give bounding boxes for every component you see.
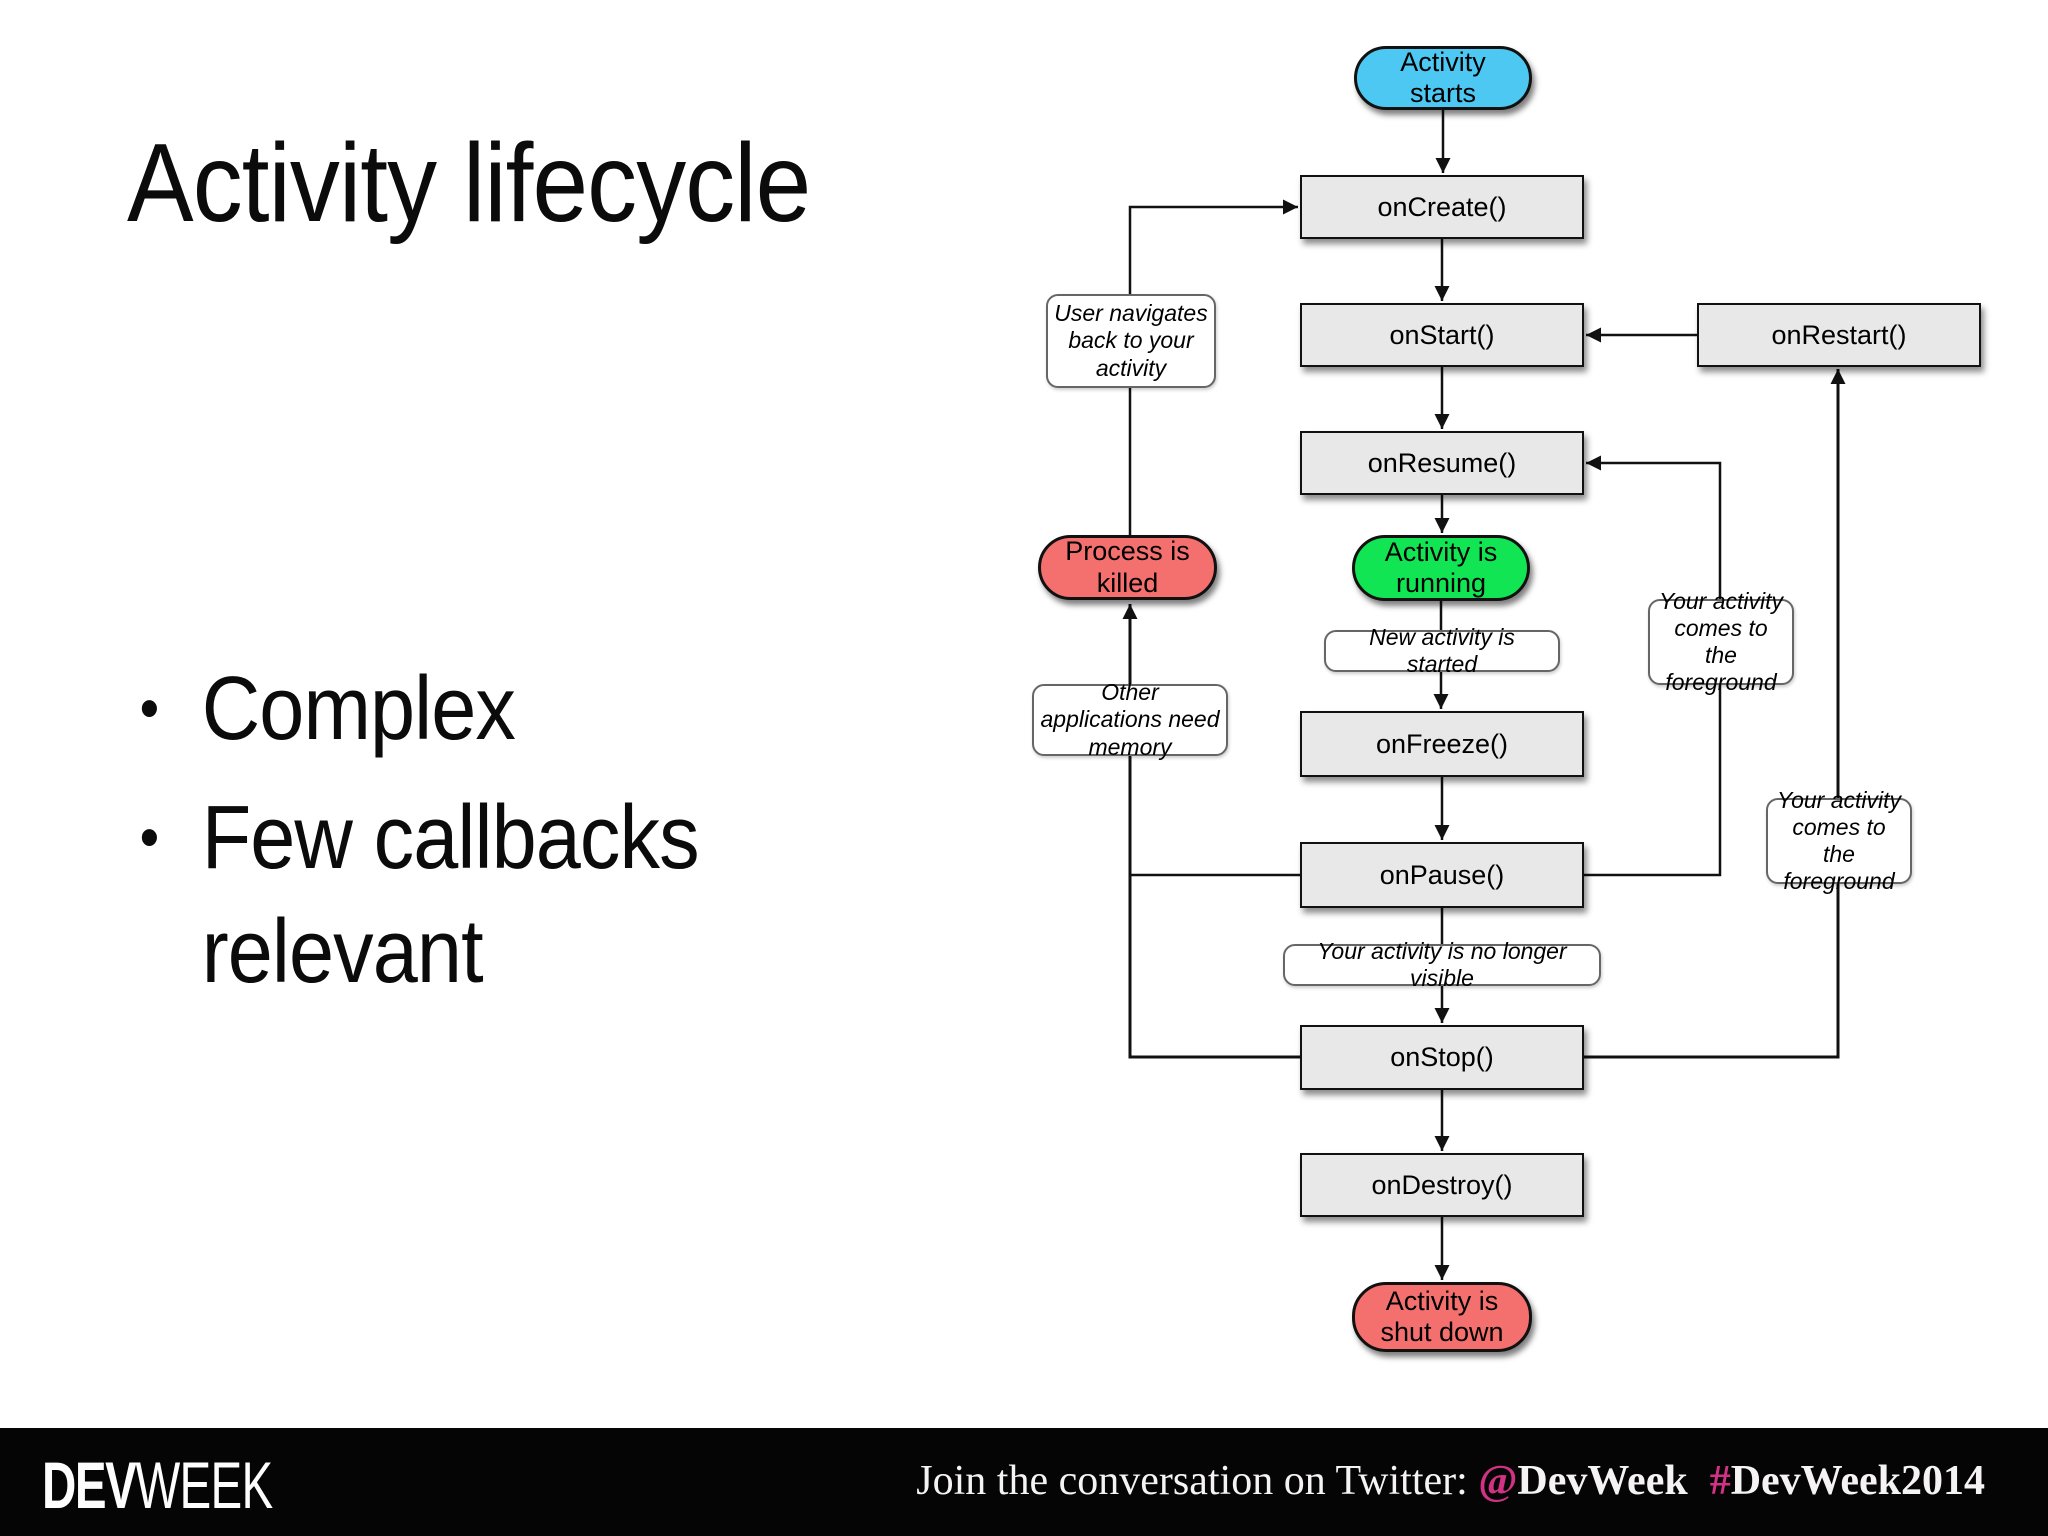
footer-bar: DEVWEEK Join the conversation on Twitter… [0, 1428, 2048, 1536]
list-item: • Few callbacks relevant [140, 781, 937, 1009]
list-item: • Complex [140, 652, 937, 766]
twitter-hash-symbol: # [1709, 1458, 1731, 1504]
node-activity-running: Activity is running [1352, 535, 1530, 601]
annotation-no-longer-visible: Your activity is no longer visible [1283, 938, 1601, 991]
arrow-killed-to-oncreate [1128, 199, 1298, 535]
slide-text-column: Activity lifecycle • Complex • Few callb… [127, 128, 937, 1009]
bullet-marker: • [139, 803, 160, 872]
node-onstop: onStop() [1300, 1025, 1584, 1090]
page-title: Activity lifecycle [127, 121, 811, 245]
twitter-handle: DevWeek [1517, 1458, 1688, 1504]
arrow-onstop-to-onrestart-loop [1584, 369, 1846, 1059]
twitter-message: Join the conversation on Twitter: [916, 1458, 1479, 1504]
node-onstart: onStart() [1300, 303, 1584, 367]
flow-connectors [1122, 110, 1846, 1280]
activity-lifecycle-diagram: Activity starts onCreate() onStart() onR… [1032, 46, 1981, 1352]
node-onrestart: onRestart() [1697, 303, 1981, 367]
node-onfreeze: onFreeze() [1300, 711, 1584, 777]
node-process-killed: Process is killed [1038, 535, 1217, 600]
twitter-hashtag: DevWeek2014 [1730, 1458, 1985, 1504]
node-oncreate: onCreate() [1300, 175, 1584, 239]
node-onresume: onResume() [1300, 431, 1584, 495]
bullet-list: • Complex • Few callbacks relevant [127, 652, 937, 1009]
bullet-text: Few callbacks relevant [201, 788, 700, 1002]
annotation-foreground-restart: Your activity comes to the foreground [1766, 787, 1912, 894]
node-activity-shutdown: Activity is shut down [1352, 1282, 1532, 1352]
bullet-marker: • [139, 674, 160, 743]
logo-light-part: WEEK [135, 1448, 273, 1522]
logo-bold-part: DEV [42, 1448, 137, 1522]
arrow-kill-path [1122, 604, 1300, 1059]
twitter-callout: Join the conversation on Twitter: @DevWe… [916, 1458, 1985, 1504]
annotation-other-apps-memory: Other applications need memory [1032, 679, 1228, 760]
devweek-logo: DEVWEEK [42, 1452, 273, 1518]
annotation-foreground-resume: Your activity comes to the foreground [1648, 588, 1794, 695]
twitter-at-symbol: @ [1478, 1458, 1518, 1504]
node-activity-starts: Activity starts [1354, 46, 1532, 110]
bullet-text: Complex [201, 659, 516, 759]
annotation-user-navigates: User navigates back to your activity [1046, 294, 1216, 388]
node-ondestroy: onDestroy() [1300, 1153, 1584, 1217]
annotation-new-activity: New activity is started [1324, 624, 1560, 677]
node-onpause: onPause() [1300, 842, 1584, 908]
